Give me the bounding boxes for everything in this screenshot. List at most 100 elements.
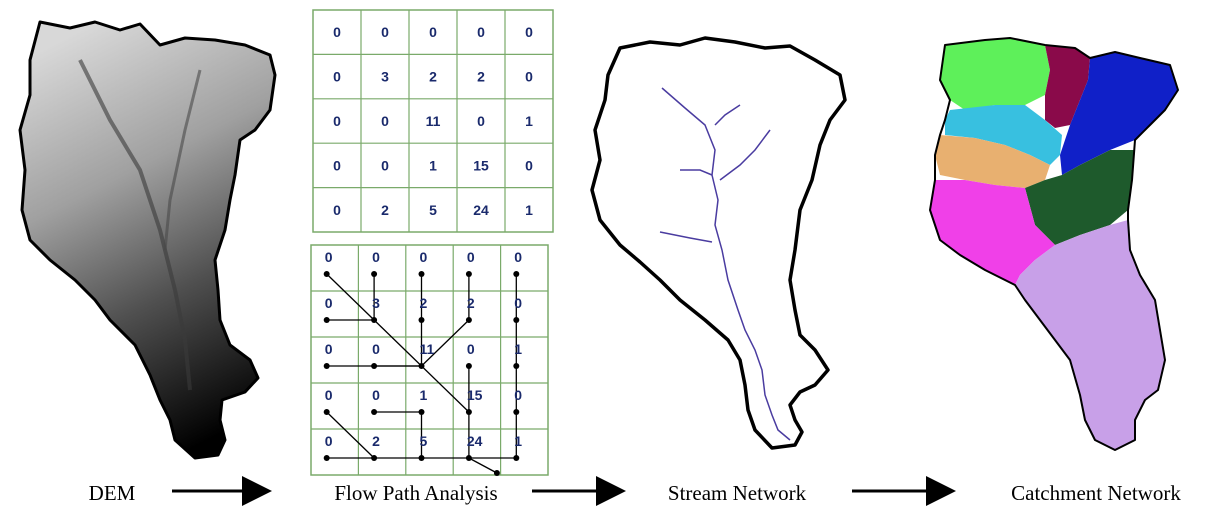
grid-cell-value: 0 — [381, 24, 389, 40]
catchment-magenta — [930, 180, 1055, 285]
flow-node — [323, 409, 330, 415]
grid-cell-value: 0 — [333, 202, 341, 218]
flow-cell-value: 0 — [514, 249, 522, 265]
flow-node — [513, 363, 520, 369]
catchment-blue — [1060, 52, 1178, 175]
grid-cell-value: 0 — [429, 24, 437, 40]
grid-cell-value: 15 — [473, 157, 489, 173]
catchment-outline — [929, 37, 1179, 451]
flow-node — [371, 455, 378, 461]
caption-dem: DEM — [89, 481, 136, 505]
stream-branch — [680, 169, 713, 176]
grid-cell-value: 0 — [477, 113, 485, 129]
flow-cell-value: 0 — [325, 341, 333, 357]
flow-cell-value: 0 — [514, 295, 522, 311]
dem-shape — [18, 20, 277, 460]
caption-flow-path-analysis: Flow Path Analysis — [334, 481, 497, 505]
flow-cell-value: 0 — [372, 387, 380, 403]
grid-cell-value: 3 — [381, 69, 389, 85]
grid-cell-value: 24 — [473, 202, 489, 218]
grid-cell-value: 0 — [333, 157, 341, 173]
flow-node — [513, 455, 520, 461]
grid-cell-value: 1 — [429, 157, 437, 173]
stream-outline — [590, 36, 847, 450]
flow-cell-value: 0 — [420, 249, 428, 265]
catchment-darkgreen — [1025, 150, 1135, 245]
flow-node — [323, 455, 330, 461]
flow-node — [418, 409, 425, 415]
flow-cell-value: 24 — [467, 433, 483, 449]
flow-cell-value: 0 — [325, 249, 333, 265]
grid-cell-value: 11 — [426, 113, 441, 129]
flow-node — [465, 409, 472, 415]
flow-path-line — [468, 457, 498, 474]
dem-map — [18, 20, 277, 460]
stream-branch — [659, 231, 713, 243]
catchment-cyan — [945, 105, 1062, 165]
flow-node — [513, 409, 520, 415]
grid-cell-value: 0 — [333, 113, 341, 129]
grid-cell-value: 1 — [525, 113, 533, 129]
caption-catchment-network: Catchment Network — [1011, 481, 1181, 505]
flow-cell-value: 11 — [420, 341, 435, 357]
flow-cell-value: 15 — [467, 387, 483, 403]
flow-path-line — [326, 273, 375, 321]
catchment-green — [940, 38, 1050, 110]
grid-cell-value: 0 — [525, 69, 533, 85]
grid-cell-value: 0 — [381, 157, 389, 173]
flow-cell-value: 3 — [372, 295, 380, 311]
flow-cell-value: 0 — [372, 249, 380, 265]
flow-cell-value: 0 — [372, 341, 380, 357]
grid-cell-value: 2 — [381, 202, 389, 218]
flow-node — [371, 363, 378, 369]
stream-map — [590, 36, 847, 450]
flow-node — [513, 317, 520, 323]
dem-valley — [163, 69, 202, 251]
flow-node — [418, 317, 425, 323]
flow-cell-value: 1 — [514, 341, 522, 357]
flow-node — [323, 363, 330, 369]
flow-cell-value: 0 — [514, 387, 522, 403]
grid-cell-value: 5 — [429, 202, 437, 218]
grid-cell-value: 0 — [525, 157, 533, 173]
grid-cell-value: 1 — [525, 202, 533, 218]
flow-cell-value: 0 — [467, 341, 475, 357]
grid-cell-value: 2 — [429, 69, 437, 85]
flow-node — [465, 363, 472, 369]
catchment-map — [929, 37, 1179, 451]
flow-path-line — [326, 411, 375, 459]
stream-branch — [719, 129, 771, 181]
grid-cell-value: 0 — [525, 24, 533, 40]
flow-path-line — [373, 319, 422, 367]
flow-node — [465, 271, 472, 277]
flow-cell-value: 0 — [467, 249, 475, 265]
flow-cell-value: 1 — [420, 387, 428, 403]
flow-cell-value: 0 — [325, 433, 333, 449]
flow-node — [371, 409, 378, 415]
grid-cell-value: 0 — [381, 113, 389, 129]
flow-node — [418, 455, 425, 461]
grid-frame — [310, 244, 549, 476]
catchment-maroon — [1045, 45, 1090, 128]
flow-node — [371, 317, 378, 323]
flow-cell-value: 5 — [420, 433, 428, 449]
grid-cell-value: 0 — [477, 24, 485, 40]
stream-branch — [714, 104, 741, 126]
flow-path-line — [421, 365, 470, 413]
grid-frame — [312, 9, 554, 233]
flow-node — [465, 455, 472, 461]
grid-cell-value: 0 — [333, 69, 341, 85]
caption-stream-network: Stream Network — [668, 481, 807, 505]
catchment-lavender — [1015, 220, 1165, 450]
flow-node — [323, 271, 330, 277]
flow-cell-value: 1 — [514, 433, 522, 449]
catchment-tan — [935, 135, 1050, 188]
flow-node — [418, 363, 425, 369]
flow-cell-value: 2 — [467, 295, 475, 311]
flow-cell-value: 2 — [372, 433, 380, 449]
flow-cell-value: 0 — [325, 387, 333, 403]
grid-cell-value: 2 — [477, 69, 485, 85]
flow-cell-value: 2 — [420, 295, 428, 311]
